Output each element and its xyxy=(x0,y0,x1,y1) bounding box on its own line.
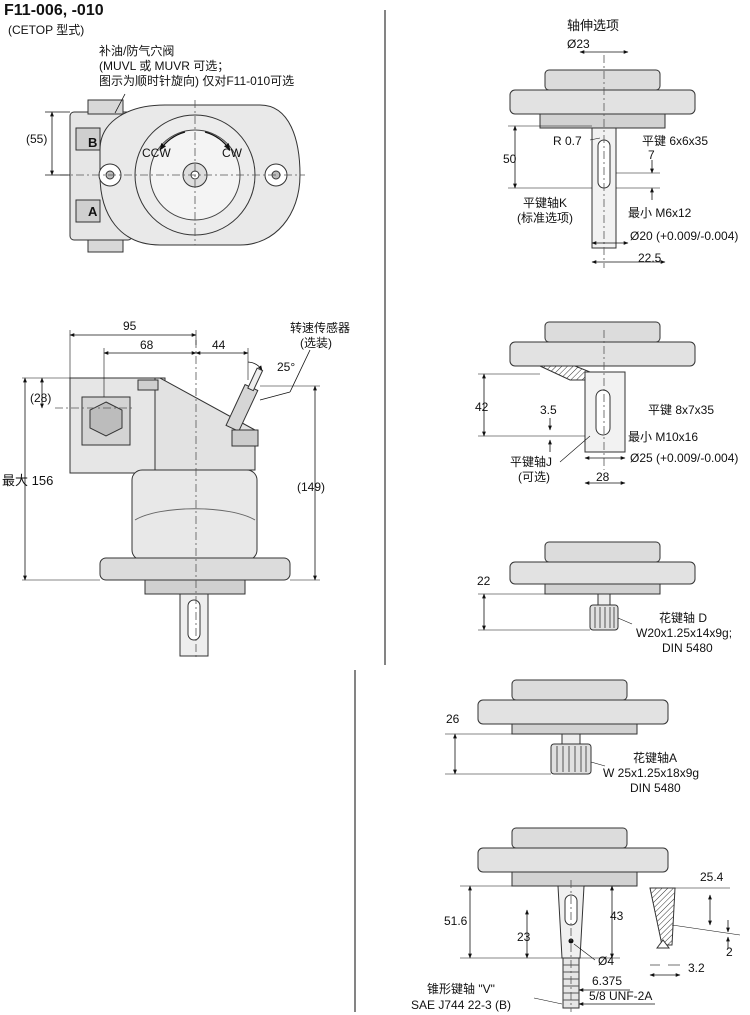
sensor-label-line1: 转速传感器 xyxy=(290,320,350,335)
valve-note-line1: 补油/防气穴阀 xyxy=(99,43,174,58)
shaft-j-drawing xyxy=(478,321,696,485)
shaft-a-spec: W 25x1.25x18x9g xyxy=(603,766,699,780)
shaft-options-title: 轴伸选项 xyxy=(567,18,619,33)
shaft-j-thread: 最小 M10x16 xyxy=(628,430,698,444)
shaft-d-len22: 22 xyxy=(477,574,491,588)
shaft-d-drawing xyxy=(478,541,696,631)
shaft-v-len2: 2 xyxy=(726,945,733,959)
pump-top-view xyxy=(45,93,305,253)
shaft-v-std: SAE J744 22-3 (B) xyxy=(411,998,511,1012)
shaft-v-drawing xyxy=(460,827,741,1012)
dim-55-label: (55) xyxy=(26,132,47,146)
shaft-k-len225: 22.5 xyxy=(638,251,662,265)
shaft-v-dia4: Ø4 xyxy=(598,954,614,968)
shaft-j-name: 平键轴J xyxy=(510,454,552,469)
dim-95-label: 95 xyxy=(123,319,137,333)
angle-25-label: 25° xyxy=(277,360,295,374)
shaft-v-thread: 5/8 UNF-2A xyxy=(589,989,652,1003)
shaft-j-note: (可选) xyxy=(518,470,550,484)
dim-44-label: 44 xyxy=(212,338,226,352)
shaft-v-name: 锥形键轴 "V" xyxy=(427,981,495,996)
dim-max156-label: 最大 156 xyxy=(2,473,53,488)
shaft-a-len26: 26 xyxy=(446,712,460,726)
shaft-k-note: (标准选项) xyxy=(517,211,573,225)
shaft-v-len43: 43 xyxy=(610,909,624,923)
shaft-j-dia25: Ø25 (+0.009/-0.004) xyxy=(630,451,738,465)
dim-68-label: 68 xyxy=(140,338,154,352)
shaft-v-len254: 25.4 xyxy=(700,870,724,884)
shaft-k-len50: 50 xyxy=(503,152,517,166)
shaft-a-name: 花键轴A xyxy=(633,750,677,765)
dim-28-label: (28) xyxy=(30,391,51,405)
pump-side-view xyxy=(22,330,320,660)
shaft-v-len23: 23 xyxy=(517,930,531,944)
shaft-d-name: 花键轴 D xyxy=(659,610,707,625)
shaft-a-drawing xyxy=(445,679,669,775)
shaft-k-dia20: Ø20 (+0.009/-0.004) xyxy=(630,229,738,243)
shaft-d-spec: W20x1.25x14x9g; xyxy=(636,626,732,640)
shaft-j-len35: 3.5 xyxy=(540,403,557,417)
shaft-j-len28: 28 xyxy=(596,470,610,484)
page-subtitle: (CETOP 型式) xyxy=(8,23,85,37)
shaft-k-thread: 最小 M6x12 xyxy=(628,206,692,220)
valve-note-line3: 图示为顺时针旋向) 仅对F11-010可选 xyxy=(99,73,294,88)
shaft-j-len42: 42 xyxy=(475,400,489,414)
shaft-k-name: 平键轴K xyxy=(523,195,567,210)
shaft-k-drawing xyxy=(508,50,696,268)
shaft-a-std: DIN 5480 xyxy=(630,781,681,795)
shaft-k-len7: 7 xyxy=(648,148,655,162)
shaft-d-std: DIN 5480 xyxy=(662,641,713,655)
port-b-label: B xyxy=(88,135,97,150)
shaft-k-dia23: Ø23 xyxy=(567,37,590,51)
shaft-k-r07: R 0.7 xyxy=(553,134,582,148)
shaft-v-len32: 3.2 xyxy=(688,961,705,975)
port-a-label: A xyxy=(88,204,98,219)
page-title: F11-006, -010 xyxy=(4,2,104,19)
shaft-v-len516: 51.6 xyxy=(444,914,468,928)
shaft-k-key: 平键 6x6x35 xyxy=(642,134,708,148)
sensor-label-line2: (选装) xyxy=(300,336,332,350)
cw-label: CW xyxy=(222,146,243,160)
valve-note-line2: (MUVL 或 MUVR 可选； xyxy=(99,59,229,73)
ccw-label: CCW xyxy=(142,146,171,160)
dim-149-label: (149) xyxy=(297,480,325,494)
shaft-v-len6375: 6.375 xyxy=(592,974,622,988)
shaft-j-key: 平键 8x7x35 xyxy=(648,403,714,417)
